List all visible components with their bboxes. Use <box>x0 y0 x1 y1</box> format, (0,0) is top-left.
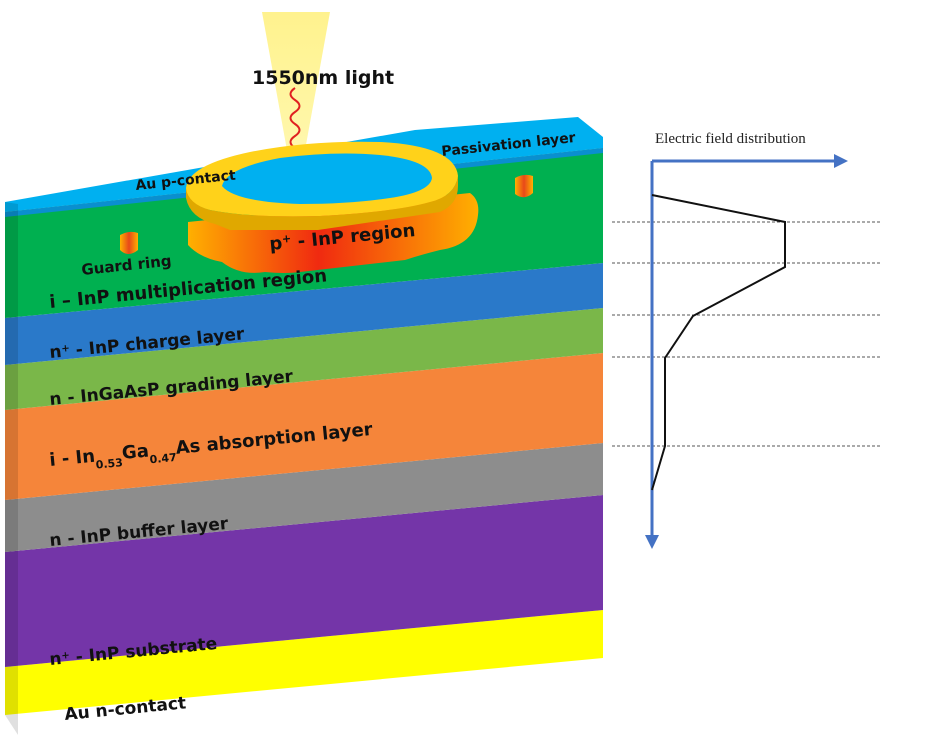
layer-buffer <box>5 443 603 552</box>
layer-absorption <box>5 353 603 500</box>
beam-cone <box>262 12 330 178</box>
guard-rings <box>120 174 533 254</box>
layer-charge <box>5 263 603 365</box>
guard-ring-left <box>120 231 138 254</box>
layer-n-contact <box>5 610 603 715</box>
left-side-shade <box>5 202 18 735</box>
field-profile-curve <box>651 194 786 491</box>
p-region-group: p+ - InP region <box>186 141 479 273</box>
light-label: 1550nm light <box>252 67 394 89</box>
light-beam: 1550nm light <box>252 12 394 178</box>
contact-ring-side <box>186 176 458 230</box>
field-axis-vertical-arrow <box>645 535 659 549</box>
layer-substrate <box>5 495 603 667</box>
layer-stack <box>5 117 603 735</box>
field-title: Electric field distribution <box>655 131 806 147</box>
field-diagram: Electric field distribution <box>612 131 882 549</box>
contact-ring-opening <box>222 153 432 204</box>
guard-ring-right <box>515 174 533 198</box>
layer-grading <box>5 308 603 410</box>
field-axis-horizontal-arrow <box>834 154 848 168</box>
photon-wave <box>289 87 301 173</box>
